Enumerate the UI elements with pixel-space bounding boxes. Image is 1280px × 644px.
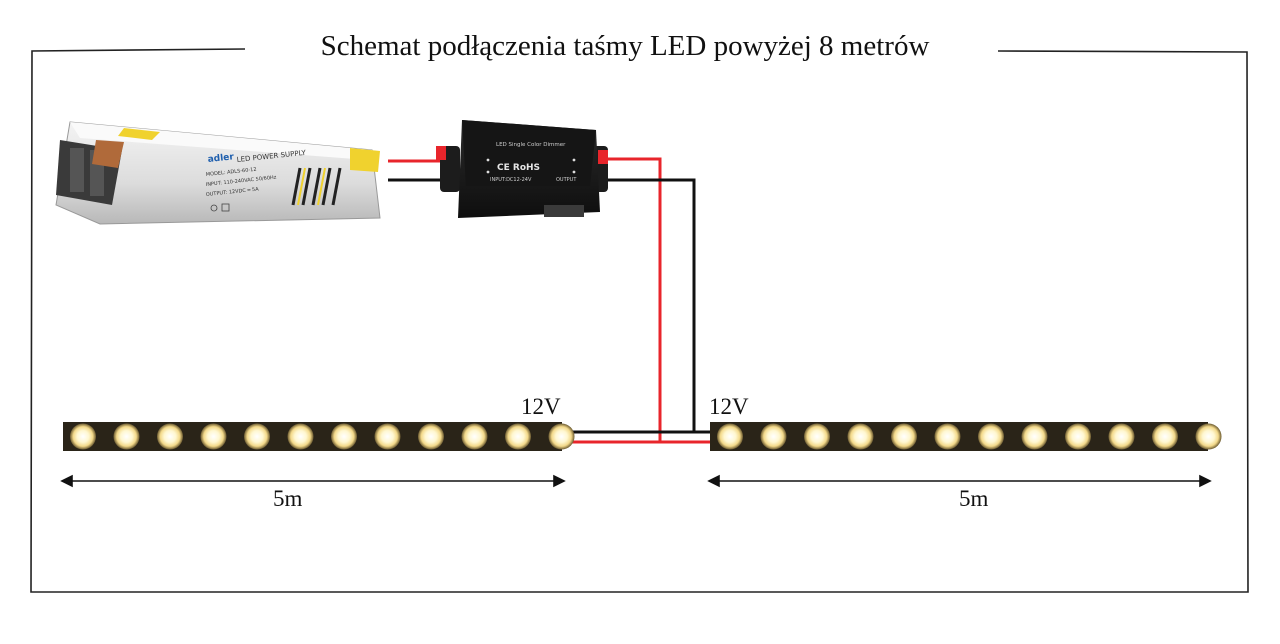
led-chip <box>244 423 270 450</box>
arrowhead-right-1 <box>553 474 566 488</box>
arrowhead-left-1 <box>60 474 73 488</box>
led-chip <box>374 423 401 450</box>
led-chip <box>505 423 531 450</box>
led-chip <box>804 423 830 450</box>
led-chip <box>847 423 874 450</box>
psu-brand: adler <box>207 152 235 165</box>
led-chip <box>331 423 357 450</box>
dimmer-marks: CE RoHS <box>497 163 540 173</box>
led-chip <box>461 423 488 450</box>
dimension-arrows <box>60 474 1212 488</box>
led-chip <box>760 423 787 450</box>
psu-output: OUTPUT: 12VDC ═ 5A <box>206 186 260 198</box>
dimmer-input: INPUT:DC12-24V <box>490 177 532 183</box>
led-chip <box>1021 423 1048 450</box>
led-chip <box>978 423 1004 450</box>
wire-out-negative <box>604 178 710 434</box>
dimmer: LED Single Color Dimmer CE RoHS INPUT:DC… <box>436 120 608 218</box>
led-chip <box>717 423 743 450</box>
led-chip <box>70 423 96 450</box>
led-chip <box>200 423 227 450</box>
led-chip <box>1108 423 1135 450</box>
strip-1-length: 5m <box>273 486 303 511</box>
wires <box>388 157 710 444</box>
led-chip <box>418 423 444 450</box>
led-chip <box>1065 423 1091 450</box>
dimmer-output: OUTPUT <box>556 177 577 183</box>
led-chip <box>934 423 961 450</box>
diagram-title: Schemat podłączenia taśmy LED powyżej 8 … <box>255 30 995 63</box>
arrowhead-left-2 <box>707 474 720 488</box>
psu-model: MODEL: ADLS-60-12 <box>206 167 257 178</box>
led-chip <box>157 423 183 450</box>
strip-2-length: 5m <box>959 486 989 511</box>
strip-2-voltage: 12V <box>709 394 749 419</box>
led-chip <box>1195 423 1222 450</box>
arrowhead-right-2 <box>1199 474 1212 488</box>
led-strip-2 <box>710 422 1222 451</box>
dimmer-label: LED Single Color Dimmer <box>496 142 566 148</box>
led-chip <box>287 423 314 450</box>
led-chip <box>113 423 140 450</box>
strip-1-voltage: 12V <box>521 394 561 419</box>
led-strip-1 <box>63 422 575 451</box>
led-chip <box>548 423 575 450</box>
led-chip <box>891 423 917 450</box>
frame <box>30 48 1249 593</box>
power-supply: adler LED POWER SUPPLY MODEL: ADLS-60-12… <box>55 121 381 225</box>
led-chip <box>1152 423 1178 450</box>
